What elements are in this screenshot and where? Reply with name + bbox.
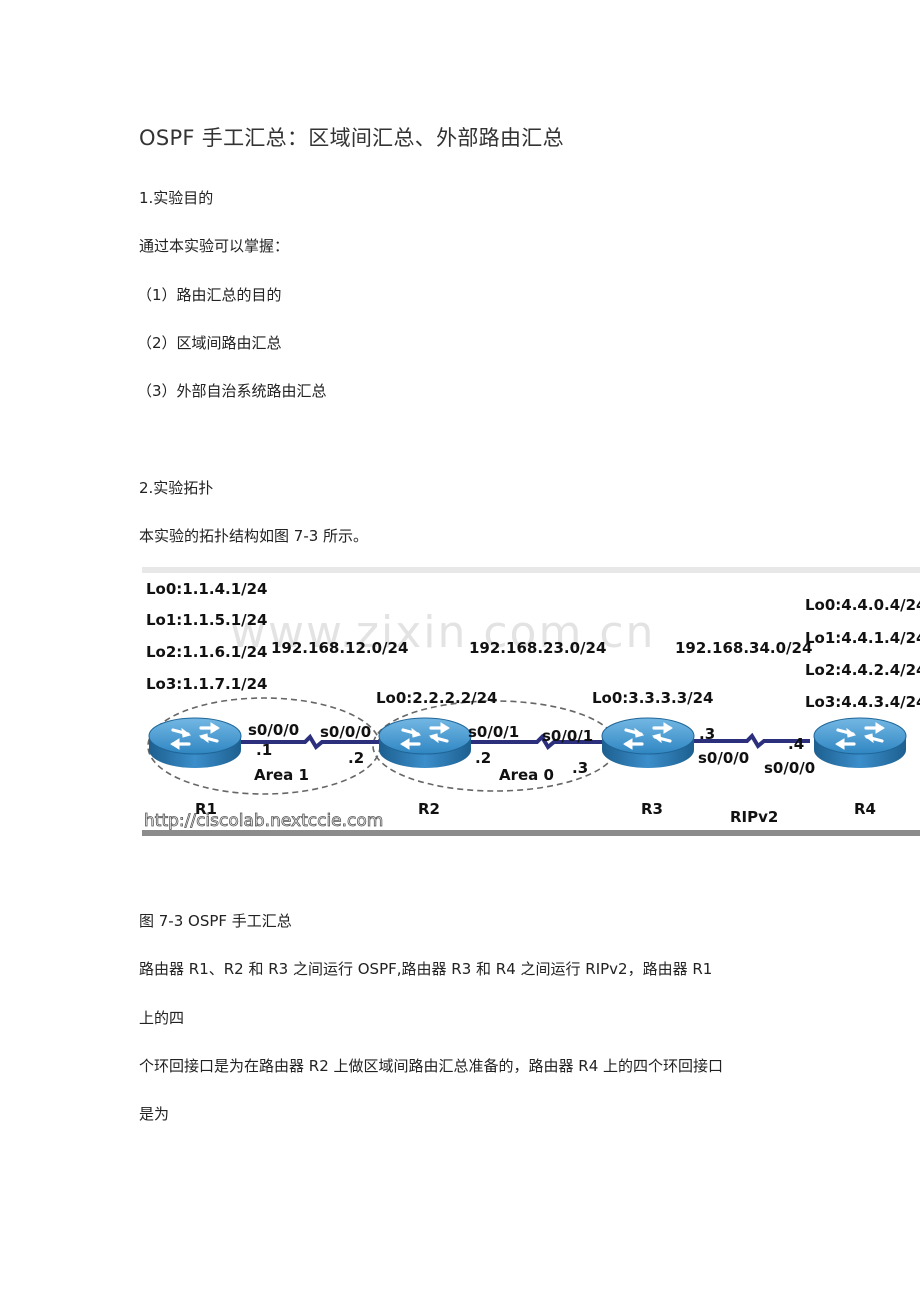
r1-loopback-2: Lo2:1.1.6.1/24: [146, 643, 268, 661]
router-r2-label: R2: [418, 800, 440, 818]
page-title: OSPF 手工汇总：区域间汇总、外部路由汇总: [139, 126, 564, 150]
purpose-item-2: （2）区域间路由汇总: [137, 334, 282, 352]
body-line-3: 个环回接口是为在路由器 R2 上做区域间路由汇总准备的，路由器 R4 上的四个环…: [139, 1057, 724, 1075]
r2-interface-s000: s0/0/0: [320, 723, 371, 741]
r4-loopback-2: Lo2:4.4.2.4/24: [805, 661, 920, 679]
network-23: 192.168.23.0/24: [469, 639, 606, 657]
router-r3-icon: [600, 716, 696, 770]
figure-caption: 图 7-3 OSPF 手工汇总: [139, 912, 292, 930]
r4-loopback-1: Lo1:4.4.1.4/24: [805, 629, 920, 647]
area-1-label: Area 1: [254, 766, 309, 784]
body-line-1: 路由器 R1、R2 和 R3 之间运行 OSPF,路由器 R3 和 R4 之间运…: [139, 960, 713, 978]
router-r2-icon: [377, 716, 473, 770]
r3-host-id-left: .3: [572, 759, 588, 777]
r1-loopback-1: Lo1:1.1.5.1/24: [146, 611, 268, 629]
body-line-4: 是为: [139, 1105, 170, 1123]
ripv2-label: RIPv2: [730, 808, 778, 826]
r3-host-id-right: .3: [699, 725, 715, 743]
network-34: 192.168.34.0/24: [675, 639, 812, 657]
purpose-item-3: （3）外部自治系统路由汇总: [137, 382, 327, 400]
purpose-intro: 通过本实验可以掌握：: [139, 237, 290, 255]
router-r4-label: R4: [854, 800, 876, 818]
r1-loopback-0: Lo0:1.1.4.1/24: [146, 580, 268, 598]
source-url: http://ciscolab.nextccie.com: [144, 811, 383, 831]
topology-intro: 本实验的拓扑结构如图 7-3 所示。: [139, 527, 369, 545]
section-heading-topology: 2.实验拓扑: [139, 479, 214, 497]
r4-loopback-3: Lo3:4.4.3.4/24: [805, 693, 920, 711]
r1-host-id: .1: [256, 741, 272, 759]
r4-loopback-0: Lo0:4.4.0.4/24: [805, 596, 920, 614]
r3-interface-s000: s0/0/0: [698, 749, 749, 767]
r4-interface-s000: s0/0/0: [764, 759, 815, 777]
r2-interface-s001: s0/0/1: [468, 723, 519, 741]
topology-diagram: www.zixin.com.cn Lo0:1.1.4.1/24 Lo1:1.1.…: [142, 567, 920, 836]
r1-loopback-3: Lo3:1.1.7.1/24: [146, 675, 268, 693]
r4-host-id: .4: [788, 735, 804, 753]
r2-host-id-left: .2: [348, 749, 364, 767]
r2-loopback: Lo0:2.2.2.2/24: [376, 689, 498, 707]
router-r1-icon: [147, 716, 243, 770]
watermark-text: www.zixin.com.cn: [230, 607, 655, 658]
r3-interface-s001: s0/0/1: [542, 727, 593, 745]
section-heading-purpose: 1.实验目的: [139, 189, 214, 207]
router-r1-label: R1: [195, 800, 217, 818]
area-0-label: Area 0: [499, 766, 554, 784]
r2-host-id-right: .2: [475, 749, 491, 767]
purpose-item-1: （1）路由汇总的目的: [137, 286, 282, 304]
router-r4-icon: [812, 716, 908, 770]
router-r3-label: R3: [641, 800, 663, 818]
serial-links: [240, 732, 810, 751]
network-12: 192.168.12.0/24: [271, 639, 408, 657]
r3-loopback: Lo0:3.3.3.3/24: [592, 689, 714, 707]
body-line-2: 上的四: [139, 1009, 185, 1027]
r1-interface-s000: s0/0/0: [248, 721, 299, 739]
